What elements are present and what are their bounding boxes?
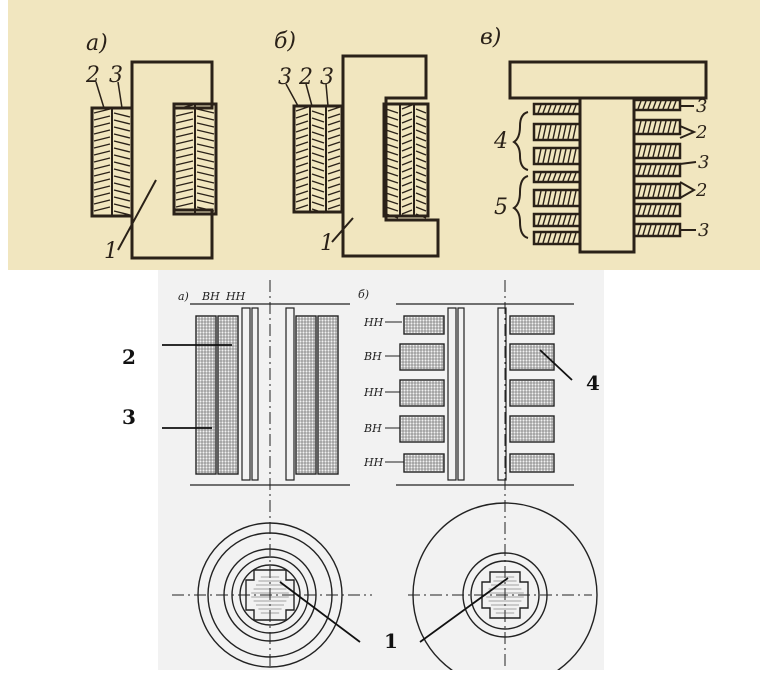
disc-right-4: [509, 415, 555, 443]
label-vn-b-2: ВН: [363, 422, 382, 435]
winding-left-b: [292, 104, 344, 214]
label-nn-b-2: НН: [363, 386, 384, 399]
label-nn-b-1: НН: [363, 316, 384, 329]
leader-1-a: [117, 179, 157, 251]
winding-vn-right: [317, 315, 339, 475]
label-3-c-2: 3: [698, 152, 709, 173]
panel-letter-b: б): [274, 29, 296, 54]
leader-4: [539, 349, 573, 381]
label-2-a: 2: [85, 63, 100, 88]
label-nn-b-3: НН: [363, 456, 384, 469]
winding-right-b: [382, 102, 430, 218]
label-3-b-left: 3: [278, 65, 292, 90]
yoke-c: [508, 60, 708, 100]
panel-letter-a: а): [86, 31, 108, 56]
cross-section-outer-left: [197, 522, 343, 668]
brace-4: [512, 111, 529, 171]
core-shape-b: [341, 54, 440, 258]
panel-letter-c: в): [480, 25, 501, 50]
disc-right-2: [509, 343, 555, 371]
label-2-c-2: 2: [695, 180, 707, 201]
label-nn-a: НН: [225, 290, 246, 303]
label-5-c: 5: [494, 195, 508, 220]
label-3-c-1: 3: [696, 96, 707, 117]
winding-nn-left: [217, 315, 239, 475]
brace-5: [512, 175, 529, 239]
disc-left-3: [399, 379, 445, 407]
label-2-c-1: 2: [695, 122, 707, 143]
top-diagram: а) 2 3 1 б) 3 2 3 1 в) 4 5 3 2 3 2 3: [8, 0, 760, 275]
label-vn-b-1: ВН: [363, 350, 382, 363]
label-3-c-3: 3: [698, 220, 709, 241]
bottom-diagram: а) ВН НН б) НН ВН НН ВН НН 2 3 4 1: [0, 270, 763, 674]
disc-left-2: [399, 343, 445, 371]
disc-left-4: [399, 415, 445, 443]
leader-1-b: [331, 217, 354, 243]
label-1-a: 1: [104, 239, 118, 264]
label-vn-a: ВН: [201, 290, 220, 303]
label-4-c: 4: [493, 129, 508, 154]
cross-section-outer-right: [412, 502, 598, 674]
panel-letter-b-bottom: б): [358, 288, 369, 301]
label-3-a: 3: [109, 63, 123, 88]
core-section-right: [481, 571, 529, 619]
winding-grid-hatching: [196, 316, 554, 614]
leader-1-right: [419, 577, 509, 643]
winding-nn-right: [295, 315, 317, 475]
leader-1-left: [279, 581, 361, 643]
label-1-b: 1: [320, 231, 334, 256]
winding-vn-left: [195, 315, 217, 475]
core-section-left: [245, 569, 295, 621]
callout-4: 4: [586, 371, 600, 395]
label-3-b-right: 3: [320, 65, 334, 90]
callout-2: 2: [122, 345, 136, 369]
top-figure: а) 2 3 1 б) 3 2 3 1 в) 4 5 3 2 3 2 3: [8, 0, 760, 275]
bottom-figure: а) ВН НН б) НН ВН НН ВН НН 2 3 4 1: [0, 270, 763, 674]
panel-letter-a-bottom: а): [178, 290, 189, 303]
callout-1: 1: [384, 629, 398, 653]
callout-3: 3: [122, 405, 136, 429]
winding-hatching-top: [93, 100, 677, 244]
label-2-b: 2: [298, 65, 313, 90]
disc-right-3: [509, 379, 555, 407]
